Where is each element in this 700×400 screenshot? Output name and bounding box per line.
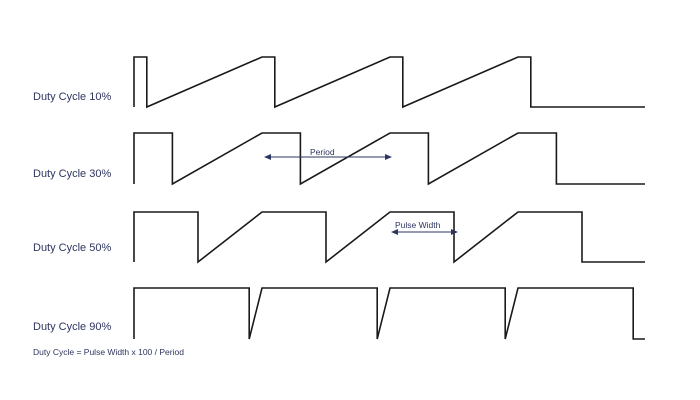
row-label-50: Duty Cycle 50% [33,242,111,254]
waveform-50 [133,211,645,264]
waveform-10 [133,56,645,109]
duty-cycle-formula: Duty Cycle = Pulse Width x 100 / Period [33,347,184,357]
row-label-90: Duty Cycle 90% [33,321,111,333]
row-label-30: Duty Cycle 30% [33,168,111,180]
pulse-width-annotation: Pulse Width [391,220,458,235]
period-arrow-right [385,154,392,160]
period-arrow-left [264,154,271,160]
pulse-width-label: Pulse Width [395,220,441,230]
waveform-90 [133,287,645,340]
period-annotation: Period [264,147,392,160]
period-label: Period [310,147,335,157]
pulse-width-arrow-left [391,229,398,235]
pulse-width-arrow-right [451,229,458,235]
waveform-30 [133,132,645,186]
row-label-10: Duty Cycle 10% [33,91,111,103]
